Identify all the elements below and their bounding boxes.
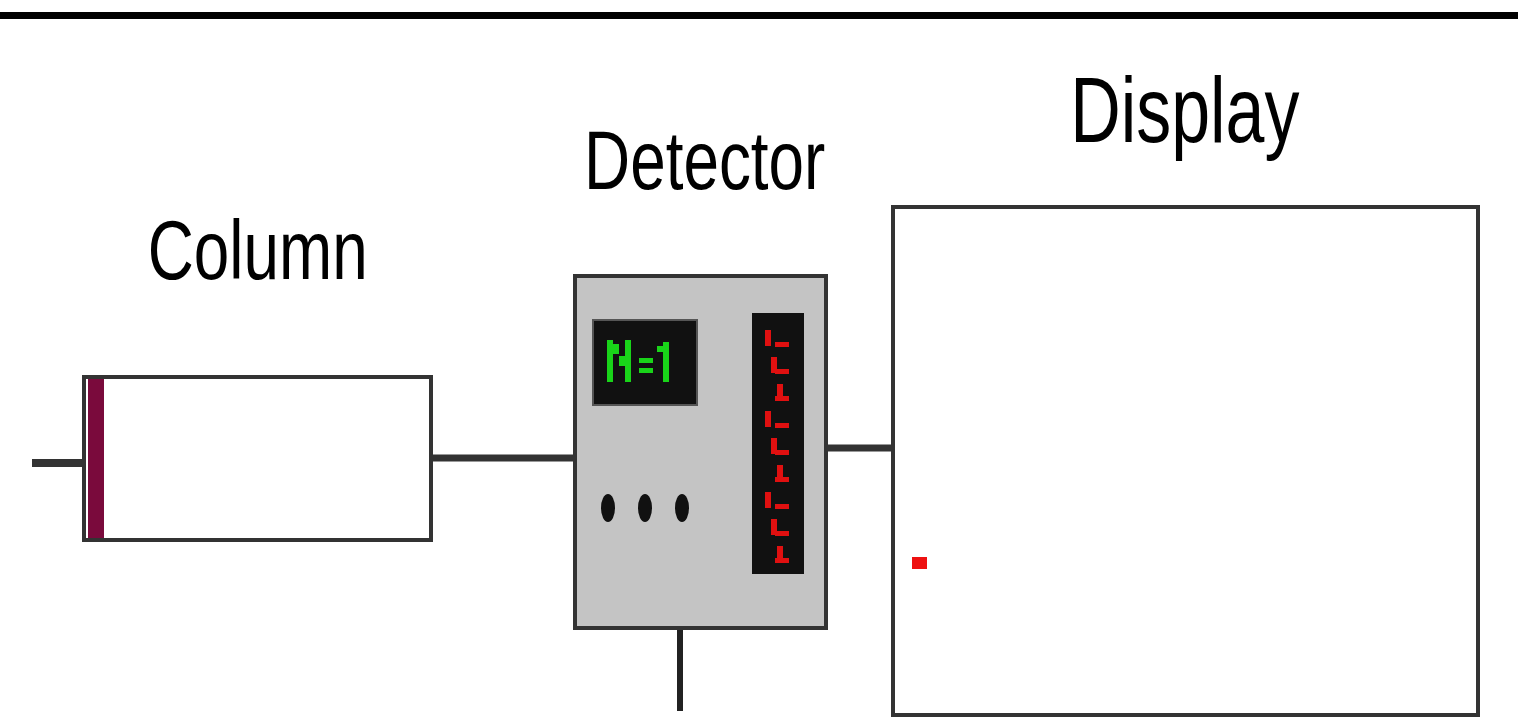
- knob: [675, 494, 689, 522]
- inlet-tube: [32, 459, 84, 467]
- meter-segment: [775, 531, 789, 536]
- sample-band: [88, 379, 104, 538]
- meter-segment: [775, 504, 789, 509]
- screen-pixel: [613, 344, 619, 354]
- green-screen: [593, 320, 697, 405]
- display-box: [891, 205, 1480, 717]
- top-rule: [0, 12, 1518, 19]
- meter-segment: [775, 450, 789, 455]
- screen-pixel: [639, 358, 653, 363]
- tube-connector: [828, 448, 891, 449]
- knob: [638, 494, 652, 522]
- column-box: [82, 375, 433, 542]
- part-name: Column: [113, 208, 402, 292]
- signal-dot: [912, 557, 927, 569]
- meter-segment: [775, 558, 789, 563]
- meter-segment: [775, 423, 789, 428]
- column-art: [86, 379, 429, 538]
- red-meter: [752, 313, 804, 574]
- screen-pixel: [607, 340, 613, 382]
- tube-line: [828, 445, 891, 452]
- tube-connector: [433, 458, 573, 459]
- part-name: Display: [1034, 64, 1336, 156]
- part-name-text: Column: [148, 208, 368, 292]
- tube-line: [433, 455, 573, 462]
- knob: [601, 494, 615, 522]
- screen-pixel: [625, 340, 631, 382]
- screen-pixel: [619, 356, 625, 366]
- meter-segment: [775, 369, 789, 374]
- part-name-text: Detector: [584, 118, 825, 202]
- meter-segment: [775, 342, 789, 347]
- detector-box: [573, 274, 828, 630]
- detector-art: [577, 278, 824, 626]
- meter-segment: [765, 411, 771, 427]
- part-name-text: Display: [1070, 64, 1299, 156]
- screen-pixel: [657, 346, 663, 352]
- part-name: Detector: [546, 118, 863, 202]
- display-art: [895, 209, 1476, 713]
- meter-segment: [765, 330, 771, 346]
- screen-pixel: [663, 342, 669, 382]
- meter-segment: [775, 477, 789, 482]
- meter-segment: [765, 492, 771, 508]
- meter-segment: [775, 396, 789, 401]
- detector-cable: [677, 626, 683, 711]
- screen-pixel: [639, 368, 653, 373]
